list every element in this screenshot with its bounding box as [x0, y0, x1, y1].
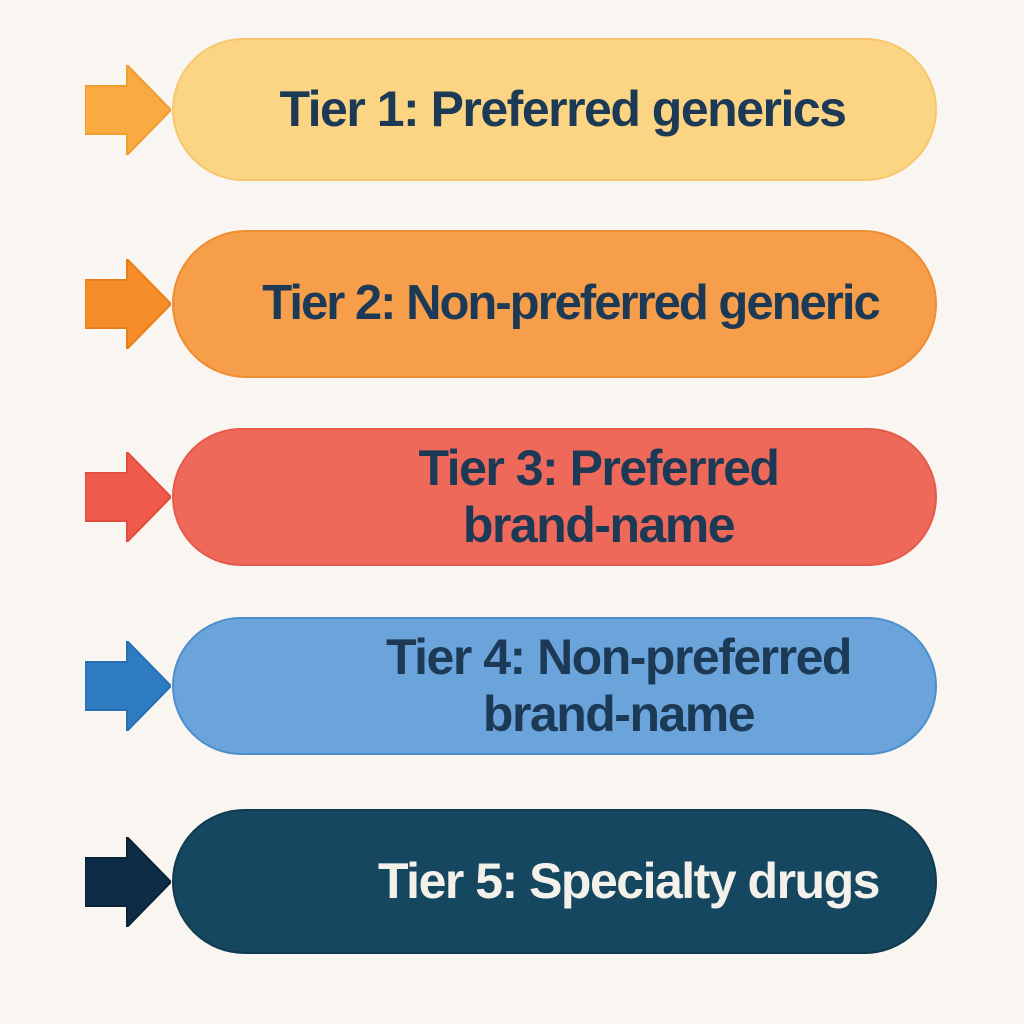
tier-row-1: Tier 1: Preferred generics — [0, 38, 1024, 181]
right-arrow-shape — [85, 64, 171, 155]
right-arrow-icon — [85, 452, 171, 542]
tier-pill-3: Tier 3: Preferred brand-name — [172, 428, 937, 566]
right-arrow-icon — [85, 641, 171, 731]
tier-label-1: Tier 1: Preferred generics — [279, 81, 847, 137]
tier-label-5: Tier 5: Specialty drugs — [378, 853, 880, 909]
tier-pill-2: Tier 2: Non-preferred generic — [172, 230, 937, 378]
tier-label-2: Tier 2: Non-preferred generic — [262, 276, 880, 331]
right-arrow-shape — [85, 259, 171, 349]
right-arrow-shape — [85, 836, 171, 927]
tier-row-5: Tier 5: Specialty drugs — [0, 809, 1024, 954]
tier-pill-1: Tier 1: Preferred generics — [172, 38, 937, 181]
right-arrow-shape — [85, 452, 171, 542]
tier-label-4: Tier 4: Non-preferred brand-name — [386, 629, 852, 742]
tier-label-3: Tier 3: Preferred brand-name — [418, 440, 780, 553]
right-arrow-icon — [85, 64, 171, 155]
tier-row-3: Tier 3: Preferred brand-name — [0, 428, 1024, 566]
tier-row-2: Tier 2: Non-preferred generic — [0, 230, 1024, 378]
tier-pill-4: Tier 4: Non-preferred brand-name — [172, 617, 937, 755]
right-arrow-icon — [85, 259, 171, 349]
tier-pill-5: Tier 5: Specialty drugs — [172, 809, 937, 954]
right-arrow-icon — [85, 836, 171, 927]
right-arrow-shape — [85, 641, 171, 731]
tier-row-4: Tier 4: Non-preferred brand-name — [0, 617, 1024, 755]
